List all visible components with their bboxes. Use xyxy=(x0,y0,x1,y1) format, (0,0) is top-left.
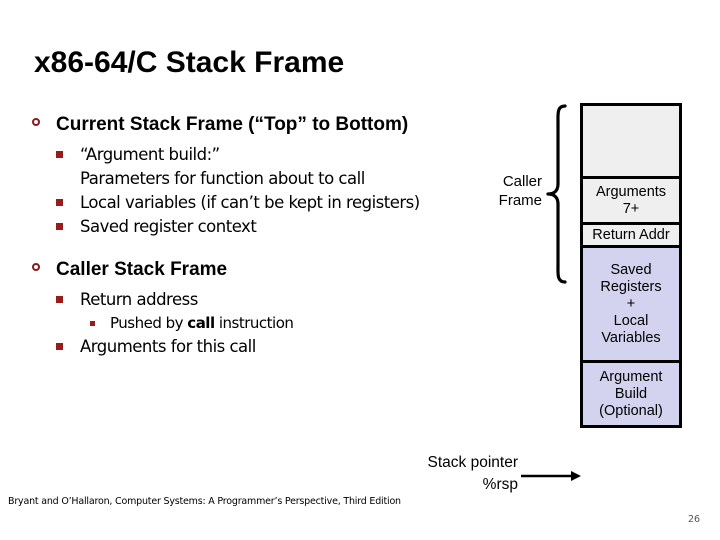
stack-box-argbuild-line3: (Optional) xyxy=(599,402,663,419)
pushed-by-prefix: Pushed by xyxy=(110,314,188,332)
bullet-current-stack-frame-label: Current Stack Frame (“Top” to Bottom) xyxy=(56,114,409,135)
stack-box-arguments-line1: Arguments xyxy=(595,183,667,200)
square-bullet-icon xyxy=(56,223,63,230)
square-bullet-icon xyxy=(56,151,63,158)
stack-box-argbuild-line2: Build xyxy=(614,385,648,402)
bullet-body: Current Stack Frame (“Top” to Bottom) “A… xyxy=(28,112,498,359)
small-square-bullet-icon xyxy=(90,321,95,326)
stack-frame-diagram: Arguments 7+ Return Addr Saved Registers… xyxy=(580,103,682,428)
stack-box-argbuild-line1: Argument xyxy=(599,368,663,385)
stack-pointer-label: Stack pointer %rsp xyxy=(360,452,518,496)
stack-box-argument-build-optional: Argument Build (Optional) xyxy=(580,360,682,428)
sub-bullet-saved-register-context-label: Saved register context xyxy=(80,217,257,236)
spacer xyxy=(28,239,498,257)
stack-pointer-label-line1: Stack pointer xyxy=(427,454,518,471)
stack-box-saved-line2: Registers xyxy=(600,278,662,295)
stack-pointer-register-name: %rsp xyxy=(482,476,518,493)
stack-box-arguments-7plus: Arguments 7+ xyxy=(580,176,682,222)
stack-box-arguments-line2: 7+ xyxy=(622,200,640,217)
ring-bullet-icon xyxy=(32,263,40,271)
stack-pointer-arrow-icon xyxy=(521,471,581,481)
sub-bullet-return-address: Return address xyxy=(28,288,498,312)
stack-box-saved-registers-local-variables: Saved Registers + Local Variables xyxy=(580,245,682,360)
page-title: x86-64/C Stack Frame xyxy=(34,46,345,79)
stack-box-empty-top xyxy=(580,103,682,176)
square-bullet-icon xyxy=(56,296,63,303)
sub-bullet-return-address-label: Return address xyxy=(80,290,198,309)
caller-frame-label-line2: Frame xyxy=(498,192,542,209)
sub-bullet-argument-build-label: “Argument build:” xyxy=(80,145,220,164)
sub-bullet-parameters-label: Parameters for function about to call xyxy=(80,169,365,188)
stack-box-return-addr: Return Addr xyxy=(580,222,682,245)
stack-box-saved-line5: Variables xyxy=(601,329,661,346)
footer-page-number: 26 xyxy=(688,514,701,525)
caller-frame-brace-icon xyxy=(546,104,567,284)
square-bullet-icon xyxy=(56,343,63,350)
stack-box-saved-line3: + xyxy=(626,295,636,312)
call-instruction-keyword: call xyxy=(187,314,215,332)
footer-citation: Bryant and O’Hallaron, Computer Systems:… xyxy=(8,496,401,507)
sub-bullet-parameters-continuation: Parameters for function about to call xyxy=(28,167,498,191)
sub-bullet-saved-register-context: Saved register context xyxy=(28,215,498,239)
sub-bullet-argument-build: “Argument build:” xyxy=(28,143,498,167)
square-bullet-icon xyxy=(56,199,63,206)
sub-sub-bullet-pushed-by-call: Pushed by call instruction xyxy=(28,312,498,335)
sub-bullet-arguments-for-this-call-label: Arguments for this call xyxy=(80,337,256,356)
stack-box-return-addr-label: Return Addr xyxy=(592,226,670,243)
bullet-caller-stack-frame-label: Caller Stack Frame xyxy=(56,259,228,280)
caller-frame-label: Caller Frame xyxy=(462,172,542,210)
caller-frame-label-line1: Caller xyxy=(502,173,542,190)
bullet-current-stack-frame: Current Stack Frame (“Top” to Bottom) xyxy=(28,112,498,137)
pushed-by-suffix: instruction xyxy=(214,314,294,332)
ring-bullet-icon xyxy=(32,118,40,126)
sub-bullet-local-variables-label: Local variables (if can’t be kept in reg… xyxy=(80,193,420,212)
sub-bullet-local-variables: Local variables (if can’t be kept in reg… xyxy=(28,191,498,215)
stack-box-saved-line4: Local xyxy=(613,312,649,329)
bullet-caller-stack-frame: Caller Stack Frame xyxy=(28,257,498,282)
stack-box-saved-line1: Saved xyxy=(610,261,652,278)
sub-bullet-arguments-for-this-call: Arguments for this call xyxy=(28,335,498,359)
